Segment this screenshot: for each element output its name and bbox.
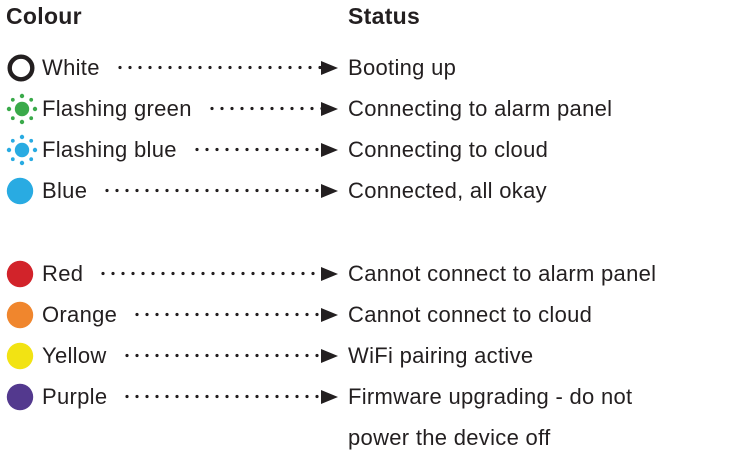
status-text: Connecting to cloud (348, 137, 549, 162)
legend-row-white: White Booting up (6, 47, 747, 88)
dotted-arrow (107, 348, 338, 363)
legend-group-connecting: White Booting up (6, 47, 747, 211)
dotted-line (132, 312, 321, 317)
colour-label: Flashing blue (42, 136, 177, 162)
flashing-blue-led-icon (6, 134, 38, 165)
status-text: Firmware upgrading - do not power the de… (348, 384, 633, 450)
led-icon-cell (6, 93, 42, 125)
dotted-line (191, 147, 321, 152)
blue-led-icon (6, 177, 34, 204)
arrowhead-icon (321, 60, 338, 75)
legend-row-blue: Blue Connected, all okay (6, 170, 747, 211)
legend-row-purple: Purple Firmware upgrading - do not power… (6, 376, 747, 450)
led-icon-cell (6, 177, 42, 205)
status-column-header: Status (348, 2, 421, 29)
dotted-line (122, 394, 321, 399)
legend-row-orange: Orange Cannot connect to cloud (6, 294, 747, 335)
colour-label: Yellow (42, 342, 107, 368)
colour-cell: Flashing blue (6, 129, 348, 170)
arrowhead-icon (321, 348, 338, 363)
colour-column-header: Colour (6, 2, 82, 29)
led-icon-cell (6, 301, 42, 329)
dotted-arrow (107, 389, 338, 404)
dotted-arrow (100, 60, 338, 75)
led-icon-cell (6, 134, 42, 166)
flashing-green-led-icon (6, 93, 38, 124)
dotted-arrow (117, 307, 338, 322)
colour-label: Orange (42, 301, 118, 327)
colour-label: Purple (42, 383, 108, 409)
colour-label: Flashing green (42, 95, 192, 121)
dotted-arrow (177, 142, 338, 157)
legend-group-errors: Red Cannot connect to alarm panel Orange (6, 253, 747, 450)
red-led-icon (6, 260, 34, 287)
dotted-line (114, 65, 321, 70)
white-led-icon (7, 53, 35, 82)
legend-row-flashing-blue: Flashing blue Connecting to cloud (6, 129, 747, 170)
arrowhead-icon (321, 307, 338, 322)
status-text: WiFi pairing active (348, 343, 534, 368)
status-text: Connecting to alarm panel (348, 96, 613, 121)
dotted-arrow (192, 101, 338, 116)
colour-cell: Flashing green (6, 88, 348, 129)
led-icon-cell (6, 383, 42, 411)
arrowhead-icon (321, 101, 338, 116)
dotted-line (206, 106, 321, 111)
yellow-led-icon (6, 342, 34, 369)
colour-cell: Red (6, 253, 348, 294)
arrowhead-icon (321, 142, 338, 157)
led-icon-cell (6, 53, 42, 83)
dotted-line (102, 188, 321, 193)
colour-cell: Yellow (6, 335, 348, 376)
colour-label: Red (42, 260, 84, 286)
orange-led-icon (6, 301, 34, 328)
colour-cell: White (6, 47, 348, 88)
arrowhead-icon (321, 266, 338, 281)
arrowhead-icon (321, 389, 338, 404)
dotted-arrow (87, 183, 338, 198)
colour-cell: Orange (6, 294, 348, 335)
colour-label: White (42, 54, 100, 80)
legend-row-flashing-green: Flashing green Connecting to alarm panel (6, 88, 747, 129)
led-icon-cell (6, 260, 42, 288)
colour-label: Blue (42, 177, 88, 203)
dotted-line (121, 353, 321, 358)
status-text: Connected, all okay (348, 178, 547, 203)
dotted-line (98, 271, 321, 276)
colour-cell: Blue (6, 170, 348, 211)
led-icon-cell (6, 342, 42, 370)
colour-cell: Purple (6, 376, 348, 417)
status-text: Booting up (348, 55, 457, 80)
purple-led-icon (6, 383, 34, 410)
dotted-arrow (83, 266, 338, 281)
status-text: Cannot connect to alarm panel (348, 261, 657, 286)
status-text: Cannot connect to cloud (348, 302, 593, 327)
legend-row-yellow: Yellow WiFi pairing active (6, 335, 747, 376)
legend-row-red: Red Cannot connect to alarm panel (6, 253, 747, 294)
legend-header-row: Colour Status (6, 2, 747, 30)
arrowhead-icon (321, 183, 338, 198)
